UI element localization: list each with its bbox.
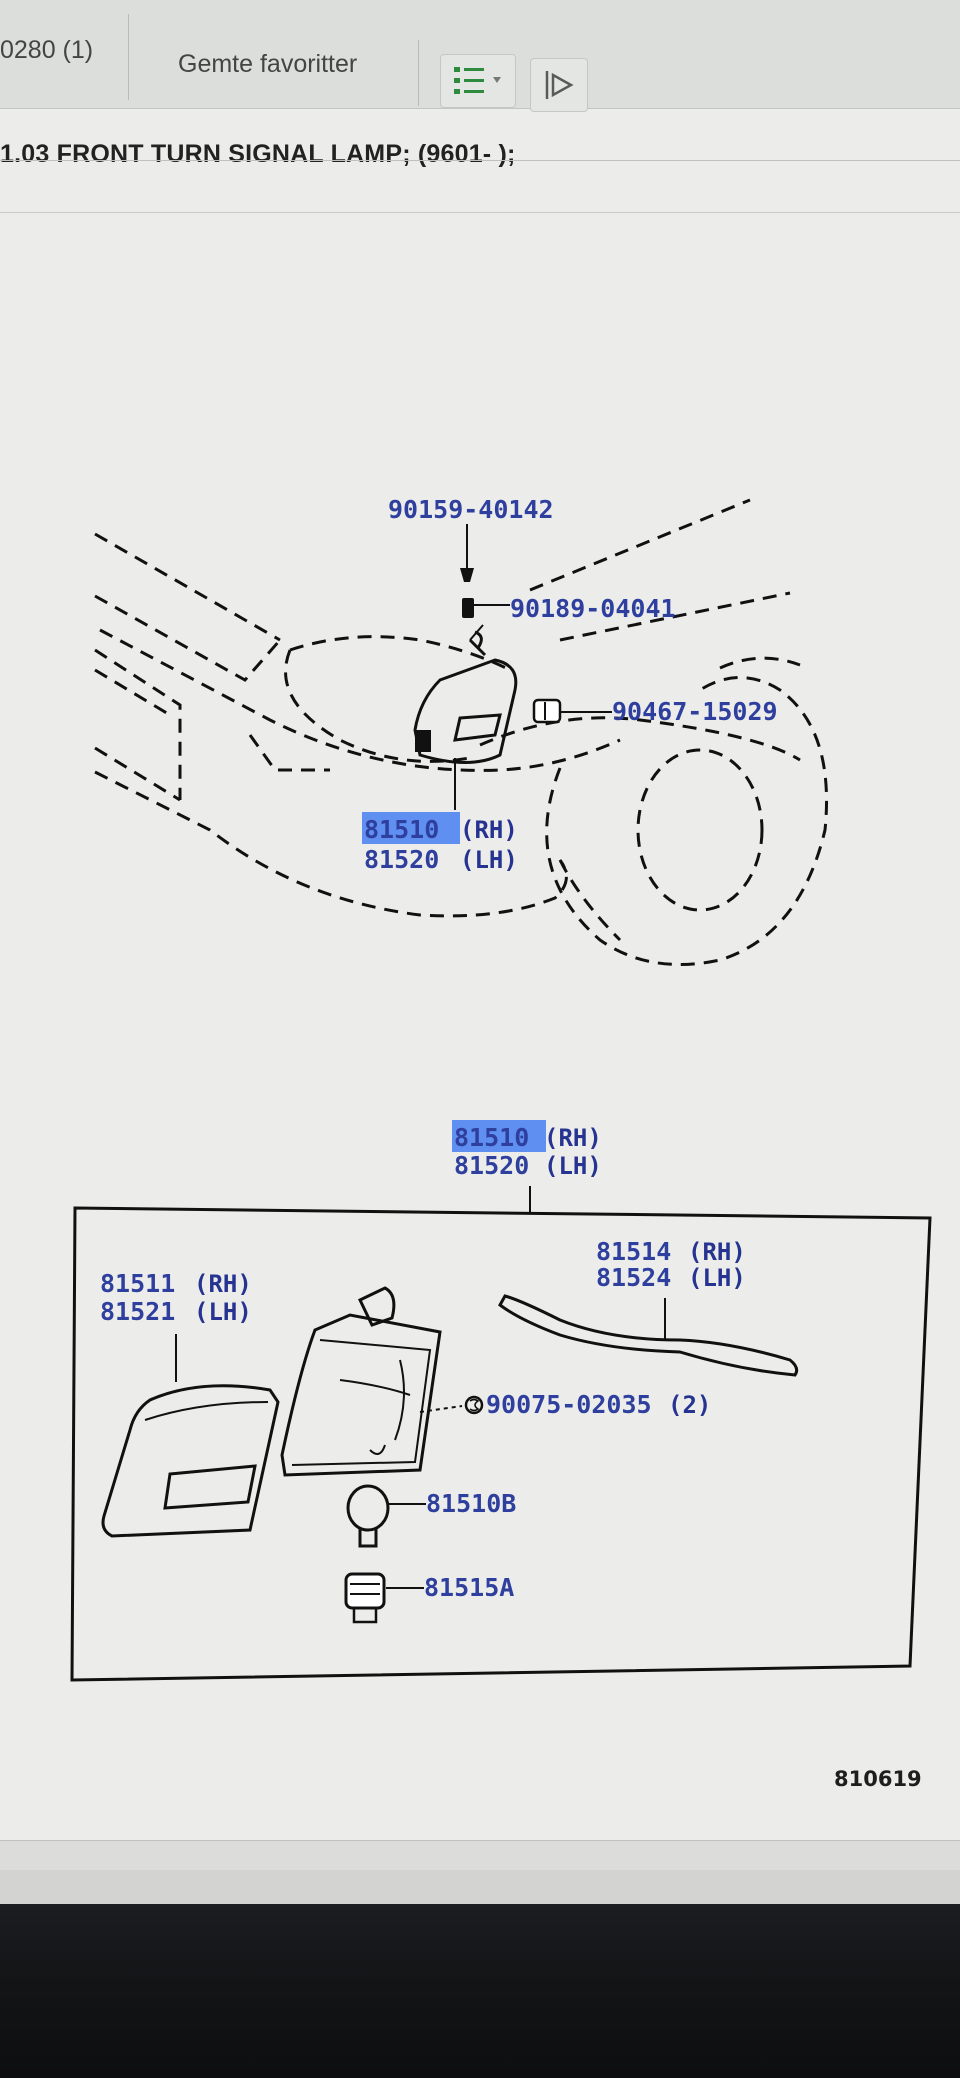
assembly-81520-side: (LH) [544,1152,602,1180]
title-divider [0,160,960,161]
taskbar [0,1870,960,1904]
callout-90189-04041[interactable]: 90189-04041 [510,594,676,623]
tab-divider [128,14,129,100]
status-bar [0,1840,960,1871]
part-81510b[interactable]: 81510B [426,1489,516,1518]
tab-previous[interactable]: 0280 (1) [0,36,94,64]
tab-divider [418,40,419,106]
list-view-button[interactable] [440,54,516,108]
car-body-outline [94,498,829,966]
search-highlight [362,812,460,844]
callout-81520[interactable]: 81520 [364,845,439,874]
part-90075-02035[interactable]: 90075-02035 [486,1390,652,1419]
screen: 0280 (1) Gemte favoritter 1.03 FRONT TUR… [0,0,960,1791]
toolbar: 0280 (1) Gemte favoritter [0,0,960,112]
part-81514-side: (RH) [688,1238,746,1266]
callout-90159-40142[interactable]: 90159-40142 [388,495,554,524]
figure-reference: 810619 [834,1767,922,1791]
assembly-81510-side: (RH) [544,1124,602,1152]
part-81515a[interactable]: 81515A [424,1573,514,1602]
part-81524-side: (LH) [688,1264,746,1292]
callout-81520-side: (LH) [460,846,518,874]
part-81511-side: (RH) [194,1270,252,1298]
sort-button[interactable] [530,58,588,112]
fastener-icons [460,524,612,724]
list-view-icon [454,67,501,94]
assembly-81520[interactable]: 81520 [454,1151,529,1180]
monitor-bezel [0,1904,960,2078]
assembly-81510[interactable]: 81510 [454,1123,529,1152]
turn-signal-lamp-overview [413,630,518,810]
socket-icon [344,1572,424,1624]
callout-81510[interactable]: 81510 [364,815,439,844]
part-81521[interactable]: 81521 [100,1297,175,1326]
lens-drawing [101,1384,280,1538]
screw-icon [464,1395,484,1415]
gasket-drawing [498,1294,799,1377]
callout-81510-side: (RH) [460,816,518,844]
tab-favorites[interactable]: Gemte favoritter [178,50,358,78]
page-title: 1.03 FRONT TURN SIGNAL LAMP; (9601- ); [0,140,516,168]
content-divider [0,212,960,213]
part-81524[interactable]: 81524 [596,1263,671,1292]
part-90075-02035-qty: (2) [668,1391,711,1419]
part-81511[interactable]: 81511 [100,1269,175,1298]
search-highlight [452,1120,546,1152]
parts-diagram: 90159-40142 90189-04041 90467-15029 8151… [70,495,932,1791]
callout-90467-15029[interactable]: 90467-15029 [612,697,778,726]
bulb-icon [346,1484,426,1548]
lamp-housing-drawing [280,1286,463,1477]
part-81521-side: (LH) [194,1298,252,1326]
part-81514[interactable]: 81514 [596,1237,671,1266]
assembly-frame [70,1206,932,1682]
sort-icon [545,71,574,99]
